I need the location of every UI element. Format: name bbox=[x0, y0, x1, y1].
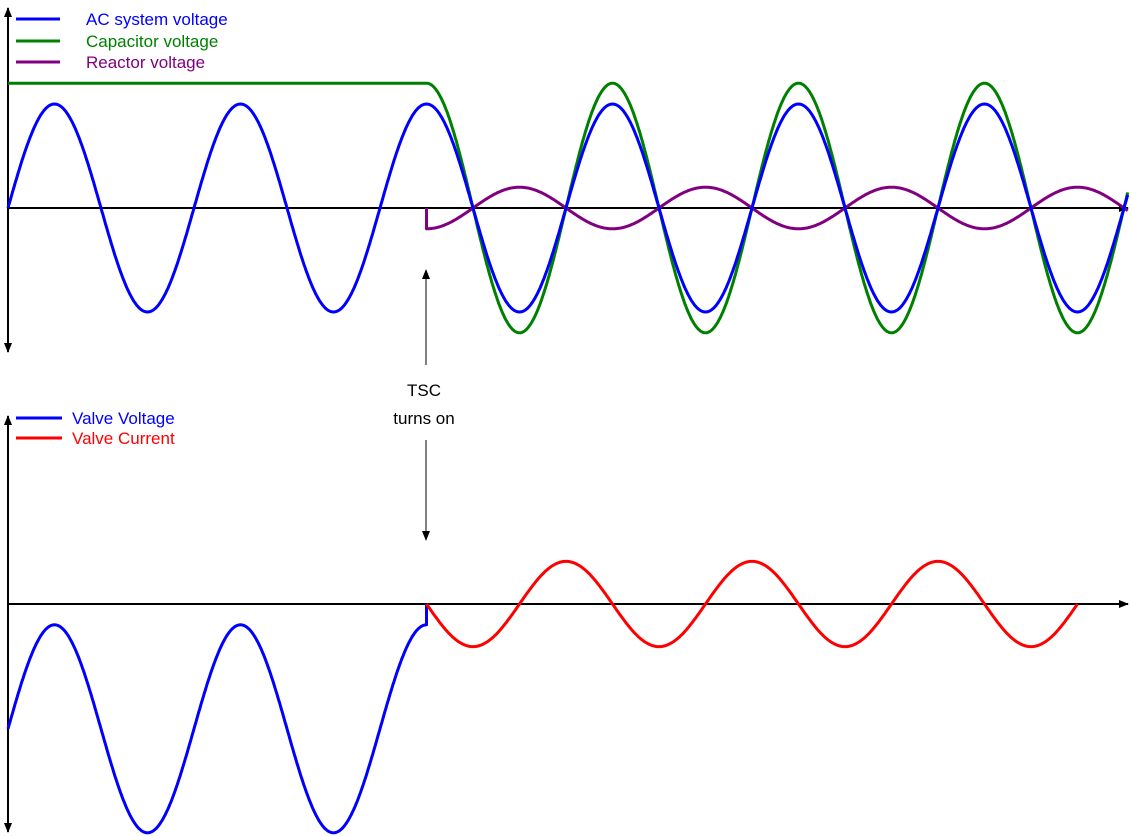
top-legend: AC system voltage Capacitor voltage Reac… bbox=[16, 10, 228, 72]
legend-valve-current: Valve Current bbox=[72, 429, 175, 448]
legend-capacitor: Capacitor voltage bbox=[86, 32, 218, 51]
legend-valve-voltage: Valve Voltage bbox=[72, 409, 175, 428]
annotation-line2: turns on bbox=[393, 409, 454, 428]
ac-system-voltage-line bbox=[6, 102, 1130, 314]
valve-current-line bbox=[425, 559, 1079, 649]
legend-reactor: Reactor voltage bbox=[86, 53, 205, 72]
annotation-line1: TSC bbox=[407, 381, 441, 400]
valve-voltage-line bbox=[6, 604, 428, 835]
reactor-voltage-line bbox=[425, 185, 1129, 231]
bottom-legend: Valve Voltage Valve Current bbox=[16, 409, 175, 448]
legend-ac: AC system voltage bbox=[86, 10, 228, 29]
